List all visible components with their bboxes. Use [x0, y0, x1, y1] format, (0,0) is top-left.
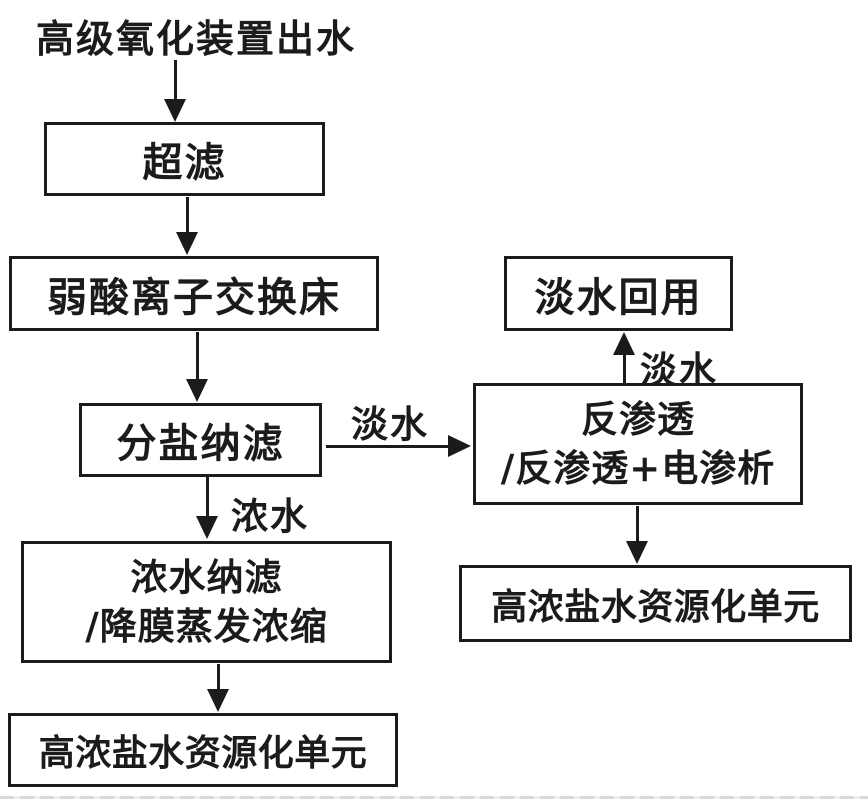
edge-label-concentrate: 浓水: [231, 494, 309, 538]
node-label: 高浓盐水资源化单元: [491, 585, 820, 628]
arrow-shaft: [635, 506, 639, 541]
node-ultrafiltration: 超滤: [44, 122, 325, 196]
arrow-concentrate-nf-to-brine-unit: [206, 664, 230, 712]
arrow-source-to-ultrafiltration: [163, 60, 187, 122]
node-label: 淡水回用: [534, 273, 703, 321]
arrow-ultrafiltration-to-ion-exchange: [175, 197, 199, 255]
arrowhead-down-icon: [176, 232, 198, 255]
node-label-line2: /降膜蒸发浓缩: [85, 604, 328, 648]
arrow-shaft: [195, 332, 199, 379]
node-salt-separation-nanofiltration: 分盐纳滤: [79, 403, 322, 477]
node-brine-resource-unit-left: 高浓盐水资源化单元: [8, 713, 398, 787]
node-fresh-water-reuse: 淡水回用: [504, 256, 733, 331]
node-label: 分盐纳滤: [116, 420, 285, 467]
arrow-ion-exchange-to-nanofiltration: [185, 332, 209, 402]
arrow-shaft: [185, 197, 189, 232]
node-label-line1: 浓水纳滤: [130, 555, 283, 600]
arrowhead-right-icon: [448, 435, 471, 457]
arrow-nanofiltration-to-concentrate-nf: [195, 477, 219, 539]
arrow-reverse-osmosis-to-brine-unit: [625, 506, 649, 564]
node-label: 高浓盐水资源化单元: [38, 732, 368, 774]
node-weak-acid-ion-exchange: 弱酸离子交换床: [9, 256, 379, 331]
node-label-line2: /反渗透+电渗析: [500, 446, 776, 490]
arrow-reverse-osmosis-to-reuse: [612, 332, 636, 383]
arrow-nanofiltration-to-reverse-osmosis: [326, 434, 471, 458]
node-label-line1: 反渗透: [581, 397, 695, 442]
arrow-shaft: [622, 355, 626, 383]
node-label: 超滤: [142, 139, 227, 186]
arrow-shaft: [205, 477, 209, 516]
arrow-shaft: [326, 444, 448, 448]
source-effluent-label: 高级氧化装置出水: [36, 16, 357, 61]
arrowhead-down-icon: [626, 541, 648, 564]
node-label: 弱酸离子交换床: [47, 273, 341, 321]
arrowhead-down-icon: [186, 379, 208, 402]
arrowhead-down-icon: [196, 516, 218, 539]
arrowhead-up-icon: [613, 332, 635, 355]
arrow-shaft: [216, 664, 220, 689]
edge-label-fresh-water-to-ro: 淡水: [351, 402, 429, 446]
arrowhead-down-icon: [164, 99, 186, 122]
arrow-shaft: [173, 60, 177, 99]
arrowhead-down-icon: [207, 689, 229, 712]
node-concentrate-nanofiltration: 浓水纳滤 /降膜蒸发浓缩: [21, 541, 392, 663]
scan-artifact-line: [0, 796, 868, 799]
node-reverse-osmosis: 反渗透 /反渗透+电渗析: [473, 383, 803, 505]
node-brine-resource-unit-right: 高浓盐水资源化单元: [459, 565, 852, 642]
